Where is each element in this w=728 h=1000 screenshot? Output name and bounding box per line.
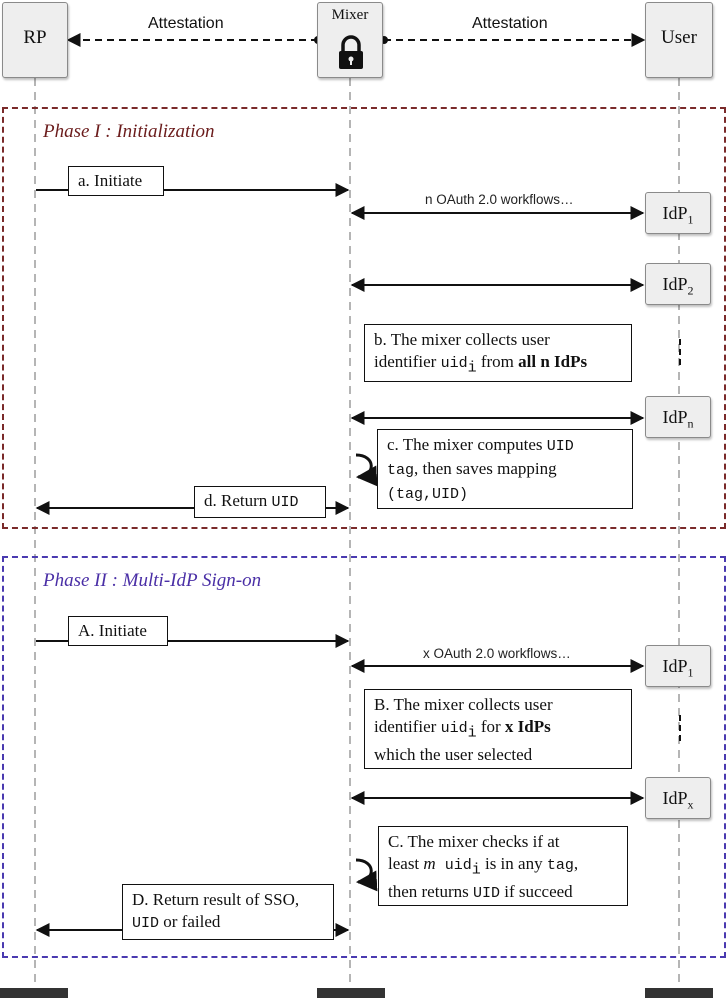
rp-lifeline-end bbox=[0, 988, 68, 998]
mixer-actor: Mixer bbox=[317, 2, 383, 78]
step-c-compute-box: c. The mixer computes UID tag, then save… bbox=[377, 429, 633, 509]
user-label: User bbox=[661, 27, 697, 48]
rp-actor: RP bbox=[2, 2, 68, 78]
step-b-line1: b. The mixer collects user bbox=[374, 330, 550, 349]
idp-x-phase2-name: IdP bbox=[662, 788, 688, 808]
step-C-check-box: C. The mixer checks if at least m uidi i… bbox=[378, 826, 628, 906]
idp-n-phase1-sub: n bbox=[687, 416, 694, 431]
step-d-return-box: d. Return UID bbox=[194, 486, 326, 518]
workflows-label-phase1: n OAuth 2.0 workflows… bbox=[425, 192, 574, 207]
workflows-label-phase2: x OAuth 2.0 workflows… bbox=[423, 646, 571, 661]
idp-1-phase2: IdP1 bbox=[645, 645, 711, 687]
mixer-label: Mixer bbox=[331, 7, 369, 23]
idp-1-phase2-sub: 1 bbox=[687, 665, 694, 680]
curved-arrow-icon bbox=[355, 453, 378, 487]
phase-1-title: Phase I : Initialization bbox=[43, 121, 215, 142]
step-A-initiate: A. Initiate bbox=[68, 616, 168, 646]
idp-1-phase1-name: IdP bbox=[662, 203, 688, 223]
step-b-line2: identifier uidi from all n IdPs bbox=[374, 352, 588, 377]
step-c-line1: c. The mixer computes UID bbox=[387, 435, 574, 455]
phase-2-frame bbox=[2, 556, 726, 958]
idp-x-phase2-sub: x bbox=[687, 797, 694, 812]
idp-2-phase1-sub: 2 bbox=[687, 283, 694, 298]
idp-n-phase1: IdPn bbox=[645, 396, 711, 438]
idp-1-phase2-name: IdP bbox=[662, 656, 688, 676]
rp-label: RP bbox=[23, 27, 47, 48]
mixer-lifeline-end bbox=[317, 988, 385, 998]
step-A-label: A. Initiate bbox=[78, 621, 147, 640]
idp-2-phase1: IdP2 bbox=[645, 263, 711, 305]
phase-2-title: Phase II : Multi-IdP Sign-on bbox=[43, 570, 262, 591]
lock-icon bbox=[339, 35, 363, 69]
step-a-label: a. Initiate bbox=[78, 171, 143, 190]
idp-n-phase1-name: IdP bbox=[662, 407, 688, 427]
idp-x-phase2: IdPx bbox=[645, 777, 711, 819]
idp-2-phase1-name: IdP bbox=[662, 274, 688, 294]
attestation-label-left: Attestation bbox=[148, 15, 224, 32]
curved-arrow-icon bbox=[355, 858, 378, 892]
step-c-line2: tag, then saves mapping bbox=[387, 459, 557, 479]
idp-1-phase1: IdP1 bbox=[645, 192, 711, 234]
attestation-label-right: Attestation bbox=[472, 15, 548, 32]
idp-ellipsis-separator bbox=[679, 339, 681, 365]
step-a-initiate: a. Initiate bbox=[68, 166, 164, 196]
phase-1-frame bbox=[2, 107, 726, 529]
step-B-collect-box: B. The mixer collects user identifier ui… bbox=[364, 689, 632, 769]
step-D-return-box: D. Return result of SSO, UID or failed bbox=[122, 884, 334, 940]
step-b-collect-box: b. The mixer collects user identifier ui… bbox=[364, 324, 632, 382]
step-c-line3: (tag,UID) bbox=[387, 486, 469, 503]
user-actor: User bbox=[645, 2, 713, 78]
idp-ellipsis-separator-2 bbox=[679, 715, 681, 741]
user-lifeline-end bbox=[645, 988, 713, 998]
idp-1-phase1-sub: 1 bbox=[687, 212, 694, 227]
